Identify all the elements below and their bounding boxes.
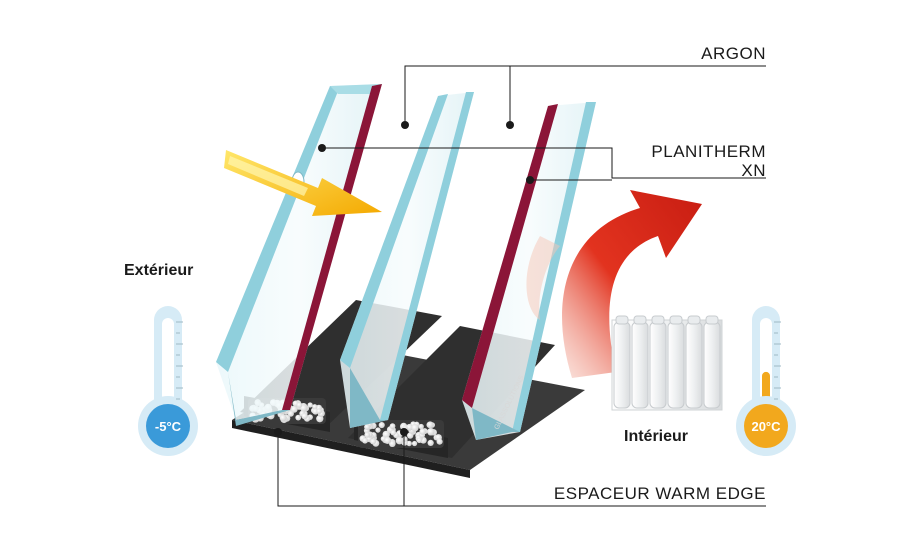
callout-planitherm — [322, 147, 766, 181]
callout-argon — [404, 65, 766, 125]
label-spacer: ESPACEUR WARM EDGE — [553, 484, 766, 503]
spacer-2-desiccant — [359, 421, 443, 448]
label-planitherm-line2: XN — [741, 161, 766, 180]
label-planitherm-line1: PLANITHERM — [651, 142, 766, 161]
label-exterior: Extérieur — [124, 262, 194, 279]
thermometer-warm-icon — [736, 306, 796, 456]
temp-exterior: -5°C — [154, 419, 182, 434]
callout-dot — [401, 121, 409, 129]
glass-pane-exterior — [216, 84, 382, 426]
label-interior: Intérieur — [624, 428, 689, 445]
temp-interior: 20°C — [751, 419, 781, 434]
heat-arrow — [526, 190, 702, 378]
callout-dot — [400, 428, 408, 436]
label-argon: ARGON — [701, 44, 766, 63]
label-planitherm: PLANITHERM XN — [651, 142, 766, 180]
callout-dot — [506, 121, 514, 129]
callout-dot — [318, 144, 326, 152]
glass-pane-middle — [340, 92, 474, 428]
thermometer-cold-icon — [138, 306, 198, 456]
callout-dot — [274, 428, 282, 436]
callout-dot — [526, 176, 534, 184]
callout-spacer — [277, 432, 766, 507]
sun-ray-arrow — [224, 150, 382, 216]
radiator-icon — [611, 315, 723, 411]
